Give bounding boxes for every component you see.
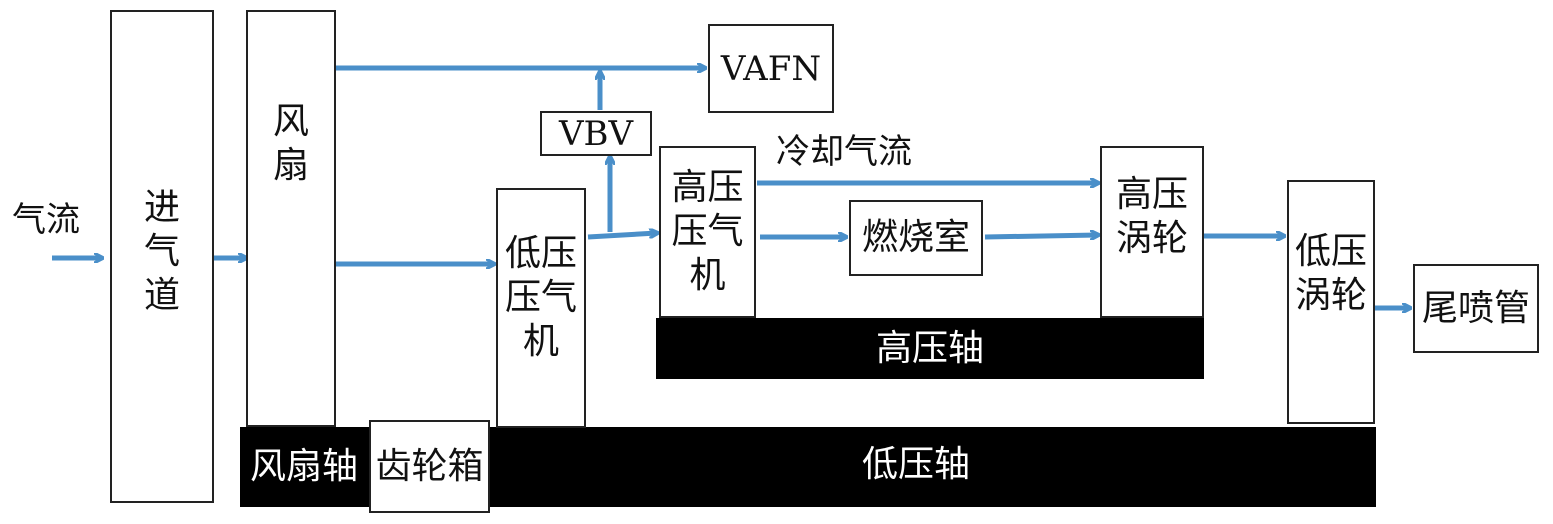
lpc-label: 低压 压气 机 xyxy=(504,233,577,362)
hpc-box: 高压 压气 机 xyxy=(659,146,756,318)
vafn-box: VAFN xyxy=(708,24,834,113)
vbv-box: VBV xyxy=(540,111,652,156)
gearbox-box: 齿轮箱 xyxy=(369,420,490,513)
hpt-label: 高压 涡轮 xyxy=(1115,174,1188,259)
arrow-lpc-to-hpc xyxy=(587,233,657,240)
gearbox-label: 齿轮箱 xyxy=(375,445,484,487)
nozzle-box: 尾喷管 xyxy=(1413,264,1539,353)
inlet-box: 进 气 道 xyxy=(110,10,214,503)
combustor-label: 燃烧室 xyxy=(861,217,970,258)
combustor-box: 燃烧室 xyxy=(849,200,983,276)
cooling-flow-label: 冷却气流 xyxy=(776,132,912,172)
vbv-label: VBV xyxy=(558,113,634,154)
fan-shaft: 风扇轴 xyxy=(240,427,368,507)
low-pressure-shaft-label: 低压轴 xyxy=(862,444,971,485)
fan-label: 风 扇 xyxy=(272,100,309,186)
fan-shaft-label: 风扇轴 xyxy=(249,446,358,487)
fan-box: 风 扇 xyxy=(246,10,336,427)
hpt-box: 高压 涡轮 xyxy=(1100,146,1204,318)
lpt-box: 低压 涡轮 xyxy=(1287,180,1375,424)
arrow-combustor-to-hpt xyxy=(984,235,1098,237)
lpc-box: 低压 压气 机 xyxy=(496,188,586,428)
inflow-label: 气流 xyxy=(12,200,80,240)
lpt-label: 低压 涡轮 xyxy=(1294,231,1367,316)
hpc-label: 高压 压气 机 xyxy=(671,167,744,296)
high-pressure-shaft: 高压轴 xyxy=(656,318,1204,379)
inlet-label: 进 气 道 xyxy=(143,186,180,316)
vafn-label: VAFN xyxy=(720,48,822,89)
nozzle-label: 尾喷管 xyxy=(1421,287,1530,329)
high-pressure-shaft-label: 高压轴 xyxy=(875,327,984,369)
